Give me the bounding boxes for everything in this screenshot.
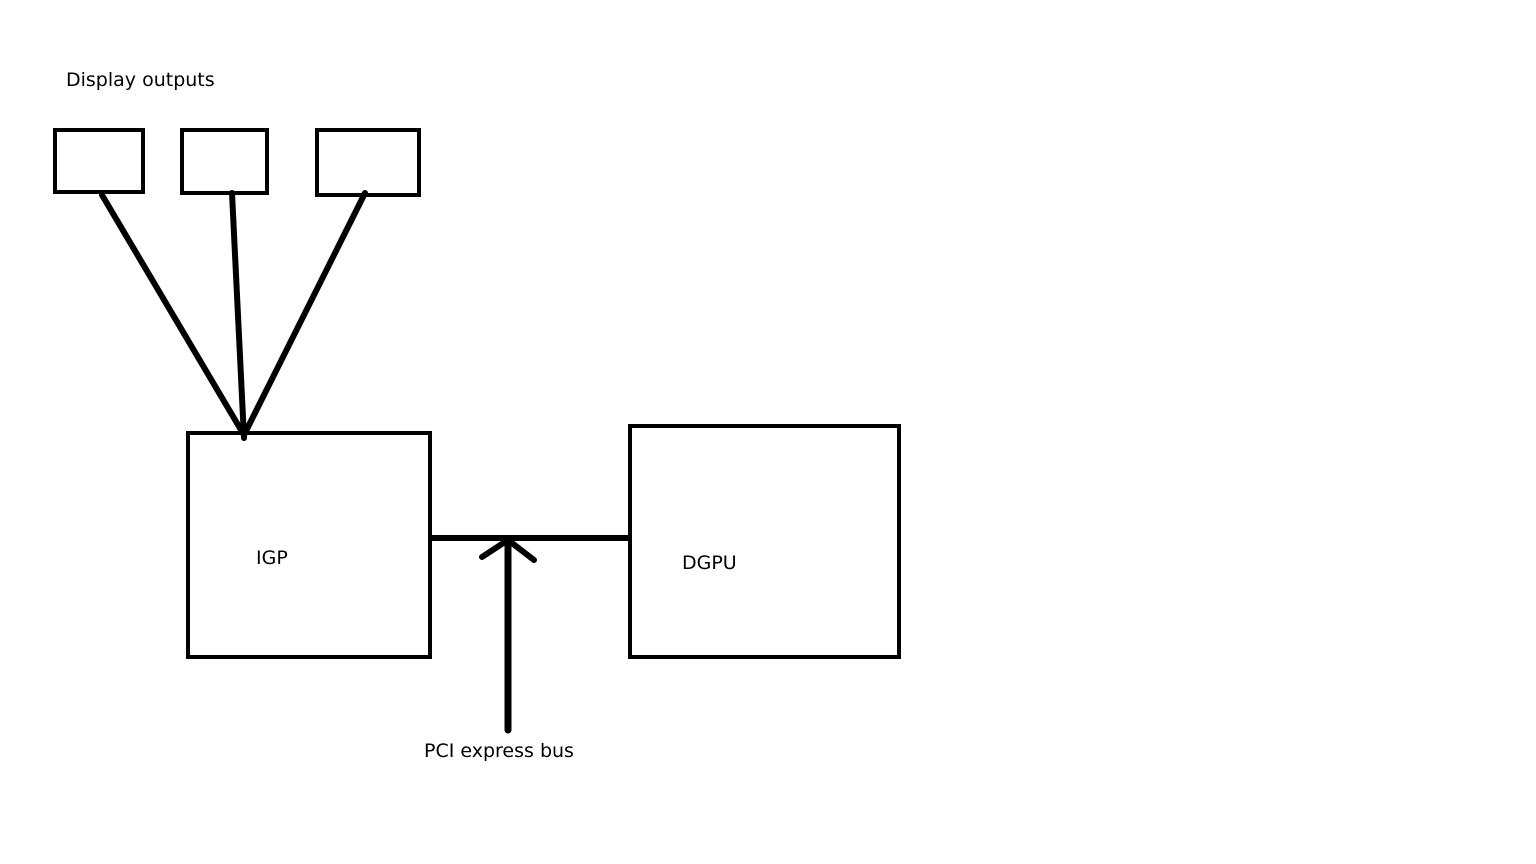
connector-line-3 xyxy=(241,190,368,438)
display-outputs-label: Display outputs xyxy=(66,69,215,91)
dgpu-box xyxy=(628,424,901,659)
display-output-box-1 xyxy=(53,128,145,194)
pci-express-bus-label: PCI express bus xyxy=(424,740,574,762)
display-output-box-2 xyxy=(180,128,269,195)
display-output-box-3 xyxy=(315,128,421,197)
connector-line-2 xyxy=(229,190,247,441)
connector-line-1 xyxy=(99,192,247,438)
igp-box xyxy=(186,431,432,659)
pci-arrow-head xyxy=(479,537,537,563)
igp-label: IGP xyxy=(256,547,288,569)
dgpu-label: DGPU xyxy=(682,552,737,574)
